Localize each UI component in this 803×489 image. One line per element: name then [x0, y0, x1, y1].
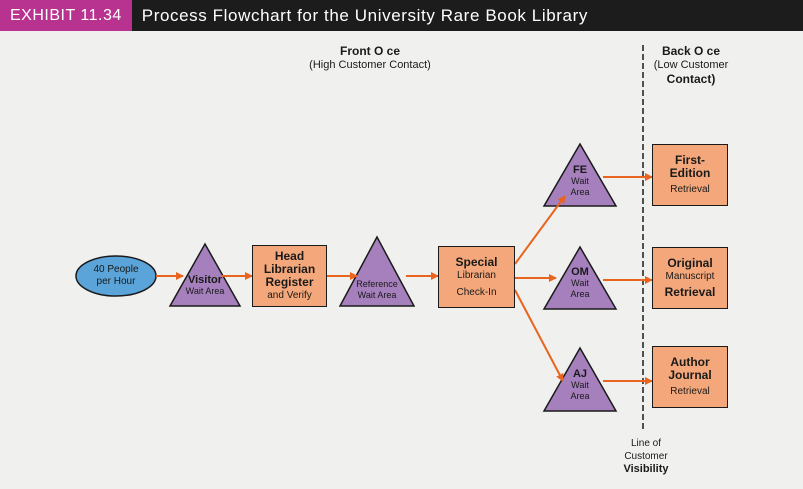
special-librarian-box: Special Librarian Check-In	[438, 246, 515, 308]
visibility-line-1: Line of	[630, 438, 662, 449]
head-librarian-line-4: and Verify	[267, 290, 312, 301]
visitor-wait-line-2: Wait Area	[185, 286, 225, 296]
original-manuscript-box: Original Manuscript Retrieval	[652, 247, 728, 309]
head-librarian-line-1: Head	[274, 249, 305, 263]
special-librarian-line-2: Librarian	[457, 269, 496, 281]
arrow-special-to-aj	[514, 289, 564, 382]
start-oval-text: 40 People per Hour	[80, 264, 152, 288]
front-office-subtitle: (High Customer Contact)	[309, 59, 431, 71]
original-manuscript-line-2: Manuscript	[665, 271, 715, 282]
fe-wait-text: FE Wait Area	[555, 165, 605, 198]
head-librarian-line-2: Librarian	[263, 262, 316, 276]
visibility-line-2: Customer	[624, 451, 668, 462]
original-manuscript-line-1: Original	[667, 256, 713, 270]
author-journal-box: Author Journal Retrieval	[652, 346, 728, 408]
aj-wait-line-2: Wait	[571, 380, 589, 390]
first-edition-line-3: Retrieval	[670, 184, 710, 195]
start-line-2: per Hour	[96, 276, 136, 287]
reference-wait-line-2: Wait Area	[357, 290, 397, 300]
arrow-special-to-fe	[514, 195, 566, 265]
first-edition-line-1: First-	[675, 153, 705, 167]
visitor-wait-line-1: Visitor	[187, 274, 223, 286]
author-journal-line-3: Retrieval	[670, 386, 710, 397]
visibility-line-3: Visibility	[623, 463, 669, 475]
header-bar: EXHIBIT 11.34 Process Flowchart for the …	[0, 0, 803, 31]
page-title: Process Flowchart for the University Rar…	[141, 5, 588, 25]
om-wait-triangle	[542, 245, 618, 310]
author-journal-line-1: Author	[670, 355, 710, 369]
om-wait-line-1: OM	[571, 266, 589, 278]
special-librarian-line-1: Special	[455, 254, 498, 269]
first-edition-box: First- Edition Retrieval	[652, 144, 728, 206]
aj-wait-line-1: AJ	[572, 368, 588, 380]
special-librarian-line-3: Check-In	[456, 286, 497, 298]
first-edition-line-2: Edition	[669, 166, 711, 180]
start-line-1: 40 People	[93, 264, 139, 275]
head-librarian-box: Head Librarian Register and Verify	[252, 245, 327, 307]
exhibit-label: EXHIBIT 11.34	[0, 0, 132, 31]
head-librarian-line-3: Register	[265, 275, 314, 289]
aj-wait-line-3: Area	[570, 391, 590, 401]
back-office-subtitle-1: (Low Customer	[653, 59, 729, 71]
reference-wait-triangle	[338, 235, 416, 307]
om-wait-line-3: Area	[570, 289, 590, 299]
fe-wait-triangle	[542, 142, 618, 207]
front-office-label: Front O ce (High Customer Contact)	[280, 44, 460, 72]
om-wait-line-2: Wait	[571, 278, 589, 288]
fe-wait-line-1: FE	[572, 164, 588, 176]
reference-wait-line-1: Reference	[356, 279, 398, 289]
reference-wait-text: Reference Wait Area	[340, 279, 414, 301]
author-journal-line-2: Journal	[668, 368, 712, 382]
original-manuscript-line-3: Retrieval	[664, 285, 716, 299]
fe-wait-line-2: Wait	[571, 176, 589, 186]
back-office-label: Back O ce (Low Customer Contact)	[645, 44, 737, 86]
back-office-subtitle-2: Contact)	[666, 72, 716, 86]
fe-wait-line-3: Area	[570, 187, 590, 197]
visitor-wait-text: Visitor Wait Area	[170, 275, 240, 297]
front-office-title: Front O ce	[339, 44, 400, 58]
om-wait-text: OM Wait Area	[555, 267, 605, 300]
back-office-title: Back O ce	[661, 44, 721, 58]
aj-wait-text: AJ Wait Area	[555, 369, 605, 402]
line-of-visibility-label: Line of Customer Visibility	[606, 437, 686, 476]
